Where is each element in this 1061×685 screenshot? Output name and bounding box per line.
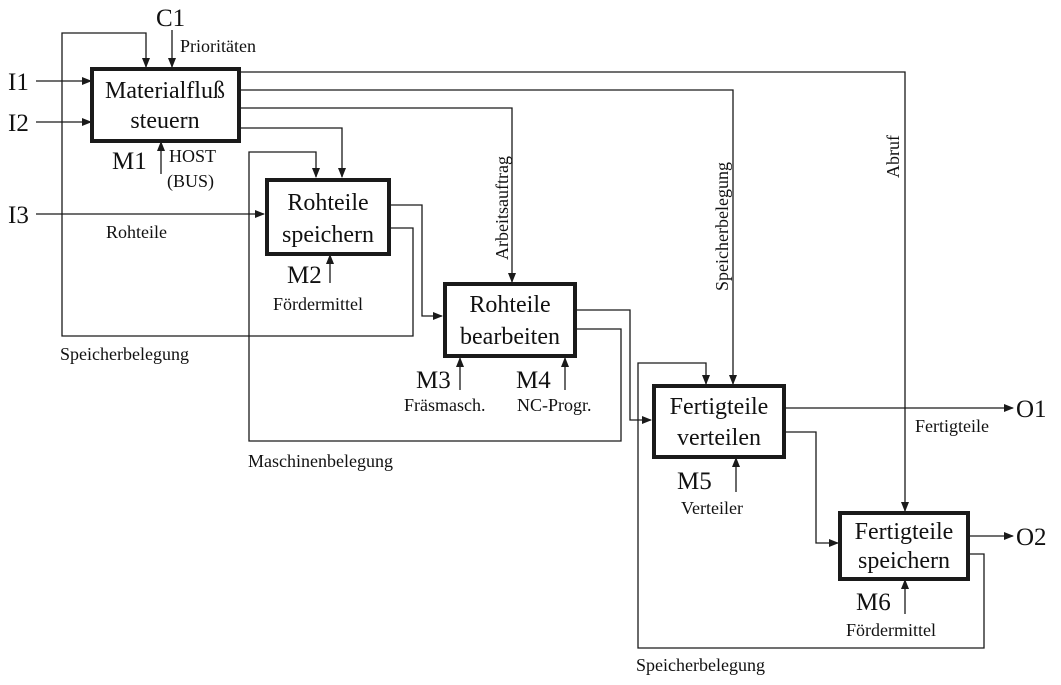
output-o2-label: O2	[1016, 524, 1047, 551]
box-rohteile-bearbeiten-line2: bearbeiten	[460, 324, 560, 350]
feedback-speicherbelegung-line	[61, 32, 414, 337]
control-c1-label: C1	[156, 5, 185, 32]
maschinenbelegung-line	[248, 151, 622, 442]
mechanism-m4-text: NC-Progr.	[517, 395, 592, 415]
speicherbelegung-vertical-label: Speicherbelegung	[712, 162, 732, 291]
box-fertigteile-speichern-rect	[838, 511, 970, 581]
box-fertigteile-verteilen-line2: verteilen	[677, 425, 761, 451]
labels: C1 Prioritäten I1 I2 I3 Rohteile M1 HOST…	[8, 5, 1047, 675]
abruf-label: Abruf	[883, 135, 903, 178]
materialfluss-to-rohteile-line	[240, 127, 346, 178]
box-materialfluss-steuern: Materialfluß steuern	[90, 67, 241, 143]
speicherbelegung-vertical-line	[240, 89, 737, 385]
mechanism-m2-text: Fördermittel	[273, 294, 363, 314]
mechanism-m2-label: M2	[287, 262, 322, 289]
box-fertigteile-verteilen-line1: Fertigteile	[670, 394, 769, 420]
output-o1-text: Fertigteile	[915, 416, 989, 436]
box-rohteile-bearbeiten-line1: Rohteile	[469, 292, 550, 318]
input-i2-label: I2	[8, 110, 29, 137]
box-rohteile-speichern-line2: speichern	[282, 222, 374, 248]
box-rohteile-bearbeiten: Rohteile bearbeiten	[443, 282, 577, 358]
mechanism-m6-label: M6	[856, 589, 891, 616]
box-materialfluss-rect	[90, 67, 241, 143]
box-rohteile-speichern: Rohteile speichern	[265, 178, 391, 256]
input-i3-label: I3	[8, 202, 29, 229]
mechanism-m1-text-2: (BUS)	[167, 171, 214, 192]
speicherbelegung-left-label: Speicherbelegung	[60, 344, 189, 364]
input-i3-text: Rohteile	[106, 222, 167, 242]
box-fertigteile-speichern-line2: speichern	[858, 548, 950, 574]
output-o1-label: O1	[1016, 396, 1047, 423]
connectors	[36, 30, 1014, 649]
box-rohteile-bearbeiten-rect	[443, 282, 577, 358]
box-materialfluss-line2: steuern	[130, 108, 199, 134]
box-rohteile-speichern-line1: Rohteile	[287, 190, 368, 216]
box-fertigteile-speichern: Fertigteile speichern	[838, 511, 970, 581]
speicherbelegung-bottom-line	[637, 362, 985, 649]
mechanism-m1-label: M1	[112, 148, 147, 175]
arbeitsauftrag-label: Arbeitsauftrag	[492, 156, 512, 260]
mechanism-m3-text: Fräsmasch.	[404, 395, 485, 415]
mechanism-m1-text-1: HOST	[169, 146, 216, 166]
bearbeiten-to-verteilen-line	[577, 309, 652, 424]
input-i1-label: I1	[8, 69, 29, 96]
box-rohteile-speichern-rect	[265, 178, 391, 256]
speicherbelegung-bottom-label: Speicherbelegung	[636, 655, 765, 675]
mechanism-m4-label: M4	[516, 367, 551, 394]
box-materialfluss-line1: Materialfluß	[105, 78, 225, 104]
box-fertigteile-speichern-line1: Fertigteile	[855, 519, 954, 545]
box-fertigteile-verteilen-rect	[652, 384, 786, 459]
mechanism-m3-label: M3	[416, 367, 451, 394]
speichern-to-bearbeiten-line	[390, 204, 443, 320]
mechanism-m5-text: Verteiler	[681, 498, 743, 518]
abruf-line	[240, 71, 909, 512]
maschinenbelegung-label: Maschinenbelegung	[248, 451, 393, 471]
mechanism-m5-label: M5	[677, 468, 712, 495]
verteilen-to-speichern-line	[785, 431, 839, 547]
mechanism-m6-text: Fördermittel	[846, 620, 936, 640]
box-fertigteile-verteilen: Fertigteile verteilen	[652, 384, 786, 459]
arbeitsauftrag-line	[240, 107, 516, 283]
control-c1-text: Prioritäten	[180, 36, 256, 56]
